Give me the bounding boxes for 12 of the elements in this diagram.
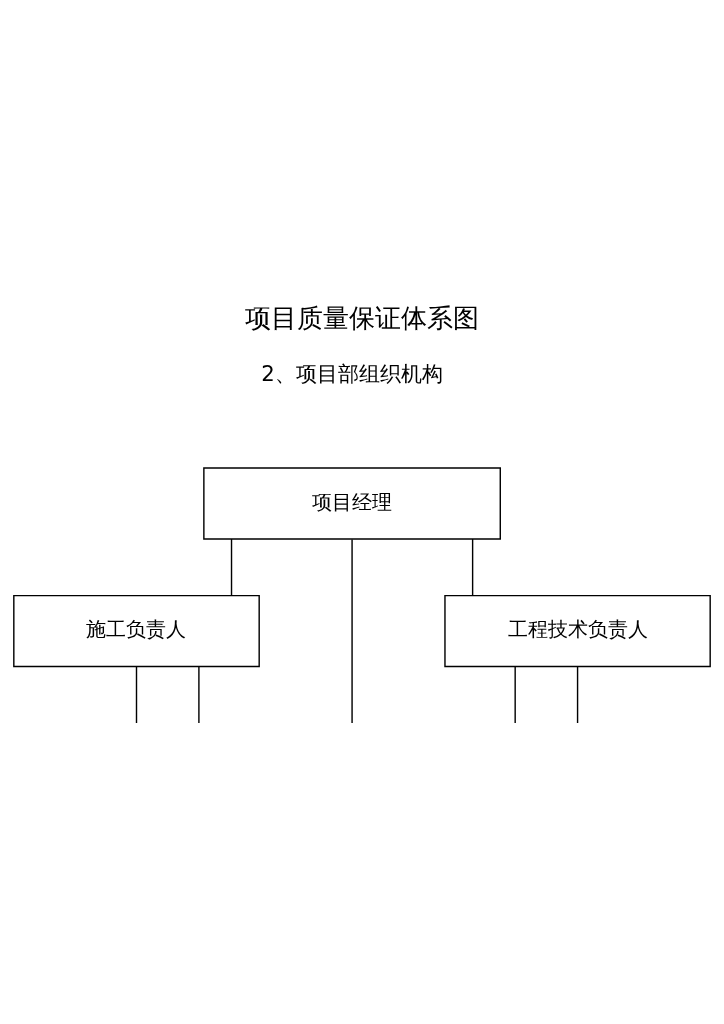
connector [471,537,474,596]
connector [351,538,353,724]
connector [514,665,516,724]
connector [230,537,233,596]
node-box: 工程技术负责人 [444,594,711,667]
connector [576,665,579,724]
diagram-title: 项目质量保证体系图 [245,302,479,333]
label: 2、项目部组织机构 [261,360,443,386]
node-box: 施工负责人 [13,594,260,667]
connector [198,665,200,724]
connector [135,665,138,724]
node-box: 项目经理 [203,466,501,540]
